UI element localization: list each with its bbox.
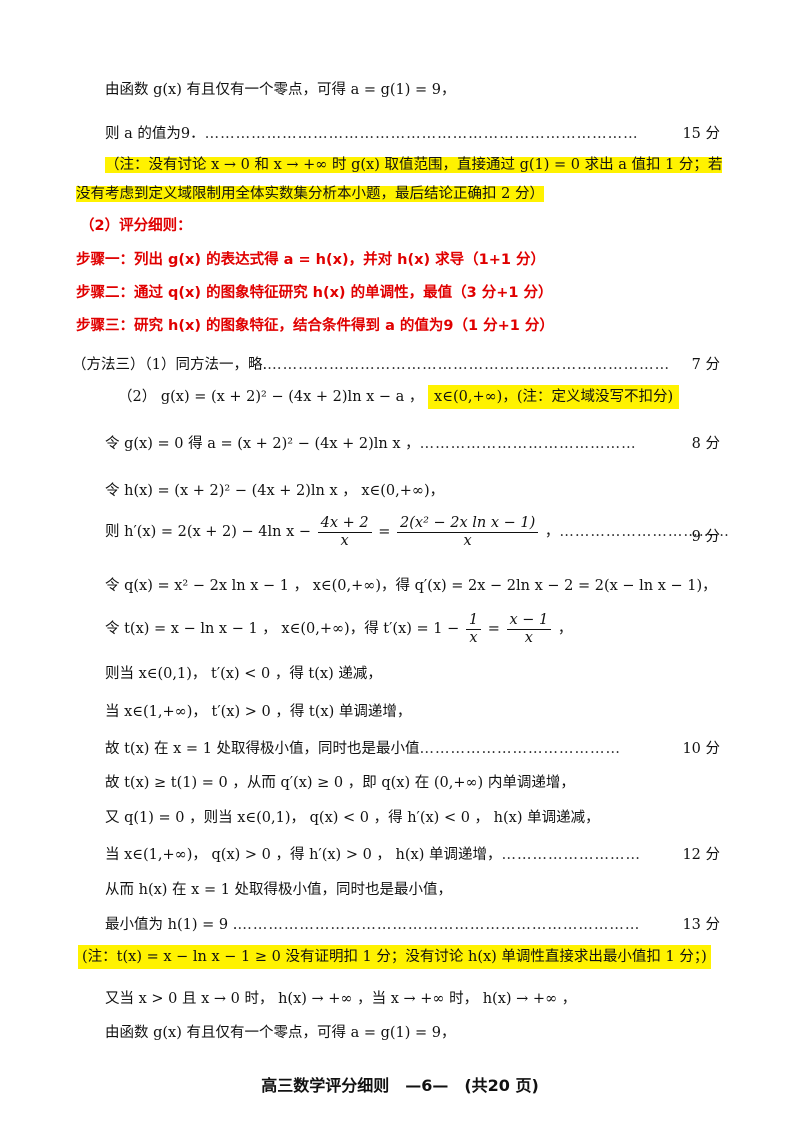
score-points: 12 分 — [682, 847, 720, 863]
text-line: 当 x∈(1,+∞)， t′(x) > 0 ，得 t(x) 单调递增， — [105, 704, 412, 720]
text-line: 又 q(1) = 0 ，则当 x∈(0,1)， q(x) < 0 ，得 h′(x… — [105, 810, 600, 826]
text-line: （方法三）（1）同方法一，略.…………………………………………………………………… — [72, 353, 800, 374]
score-points: 7 分 — [691, 357, 720, 373]
leader-dots: ………………………………………………………………………… — [204, 126, 639, 142]
text-line: 最小值为 h(1) = 9 .…………………………………………………………………… — [105, 913, 800, 934]
equals-sign: = — [378, 524, 391, 541]
denominator: x — [469, 629, 478, 646]
text-line: 由函数 g(x) 有且仅有一个零点，可得 a = g(1) = 9， — [105, 82, 456, 98]
text-line: 则 a 的值为9．………………………………………………………………………… — [105, 122, 800, 143]
page-footer: 高三数学评分细则 —6— (共20 页) — [261, 1076, 539, 1095]
numerator: 1 — [465, 612, 482, 630]
note-line: (注：t(x) = x − ln x − 1 ≥ 0 没有证明扣 1 分；没有讨… — [78, 945, 800, 969]
line-text: 则 a 的值为9． — [105, 126, 205, 142]
denominator: x — [524, 629, 533, 646]
line-text: （2） g(x) = (x + 2)² − (4x + 2)ln x − a ， — [118, 389, 424, 405]
line-text: 最小值为 h(1) = 9 . — [105, 917, 238, 933]
text-line: （2） g(x) = (x + 2)² − (4x + 2)ln x − a ，… — [118, 385, 800, 409]
rule-step-1: 步骤一：列出 g(x) 的表达式得 a = h(x)，并对 h(x) 求导（1+… — [76, 252, 545, 268]
rule-heading: （2）评分细则： — [80, 218, 192, 234]
numerator: 4x + 2 — [317, 515, 372, 533]
numerator: 2(x² − 2x ln x − 1) — [397, 515, 539, 533]
text-line: 故 t(x) 在 x = 1 处取得极小值，同时也是最小值……………………………… — [105, 737, 800, 758]
line-text: 当 x∈(1,+∞)， q(x) > 0 ，得 h′(x) > 0 ， h(x)… — [105, 847, 502, 863]
note-line: 没有考虑到定义域限制用全体实数集分析本小题，最后结论正确扣 2 分） — [76, 182, 800, 203]
line-text: ， — [557, 621, 573, 638]
text-line: 由函数 g(x) 有且仅有一个零点，可得 a = g(1) = 9， — [105, 1025, 456, 1041]
line-text: 令 g(x) = 0 得 a = (x + 2)² − (4x + 2)ln x… — [105, 436, 420, 452]
leader-dots: …………………………………… — [419, 436, 637, 452]
denominator: x — [340, 532, 349, 549]
formula-line: 令 t(x) = x − ln x − 1 ， x∈(0,+∞)，得 t′(x)… — [105, 612, 800, 646]
line-text: 令 t(x) = x − ln x − 1 ， x∈(0,+∞)，得 t′(x)… — [105, 621, 460, 638]
line-text: （方法三）（1）同方法一，略. — [72, 357, 268, 373]
leader-dots: …………………………………………………………………… — [267, 357, 671, 373]
text-line: 则当 x∈(0,1)， t′(x) < 0 ，得 t(x) 递减， — [105, 666, 382, 682]
leader-dots: …………………………………………………………………… — [237, 917, 641, 933]
numerator: x − 1 — [506, 612, 552, 630]
highlight-note: x∈(0,+∞)，(注：定义域没写不扣分) — [428, 385, 680, 409]
leader-dots: ……………………… — [501, 847, 641, 863]
rule-step-2: 步骤二：通过 q(x) 的图象特征研究 h(x) 的单调性，最值（3 分+1 分… — [76, 285, 553, 301]
rule-step-3: 步骤三：研究 h(x) 的图象特征，结合条件得到 a 的值为9（1 分+1 分） — [76, 318, 554, 334]
score-points: 8 分 — [691, 436, 720, 452]
line-text: ， — [544, 524, 560, 541]
text-line: 又当 x > 0 且 x → 0 时， h(x) → +∞ ，当 x → +∞ … — [105, 991, 577, 1007]
leader-dots: ………………………………… — [419, 741, 622, 757]
line-text: 则 h′(x) = 2(x + 2) − 4ln x − — [105, 524, 312, 541]
text-line: 故 t(x) ≥ t(1) = 0 ，从而 q′(x) ≥ 0 ，即 q(x) … — [105, 775, 575, 791]
fraction: 2(x² − 2x ln x − 1)x — [397, 515, 539, 549]
score-points: 9 分 — [691, 529, 720, 545]
text-line: 从而 h(x) 在 x = 1 处取得极小值，同时也是最小值， — [105, 882, 453, 898]
line-text: 故 t(x) 在 x = 1 处取得极小值，同时也是最小值 — [105, 741, 420, 757]
denominator: x — [463, 532, 472, 549]
score-points: 15 分 — [682, 126, 720, 142]
text-line: 令 q(x) = x² − 2x ln x − 1 ， x∈(0,+∞)，得 q… — [105, 578, 717, 594]
text-line: 当 x∈(1,+∞)， q(x) > 0 ，得 h′(x) > 0 ， h(x)… — [105, 843, 800, 864]
highlight-note: （注：没有讨论 x → 0 和 x → +∞ 时 g(x) 取值范围，直接通过 … — [105, 157, 723, 173]
text-line: 令 g(x) = 0 得 a = (x + 2)² − (4x + 2)ln x… — [105, 432, 800, 453]
highlight-note: (注：t(x) = x − ln x − 1 ≥ 0 没有证明扣 1 分；没有讨… — [78, 945, 711, 969]
text-line: 令 h(x) = (x + 2)² − (4x + 2)ln x ， x∈(0,… — [105, 483, 445, 499]
score-points: 13 分 — [682, 917, 720, 933]
equals-sign: = — [487, 621, 500, 638]
note-line: （注：没有讨论 x → 0 和 x → +∞ 时 g(x) 取值范围，直接通过 … — [105, 153, 800, 174]
leader-dots: …………………………… — [559, 524, 730, 541]
highlight-note: 没有考虑到定义域限制用全体实数集分析本小题，最后结论正确扣 2 分） — [76, 186, 544, 202]
score-points: 10 分 — [682, 741, 720, 757]
